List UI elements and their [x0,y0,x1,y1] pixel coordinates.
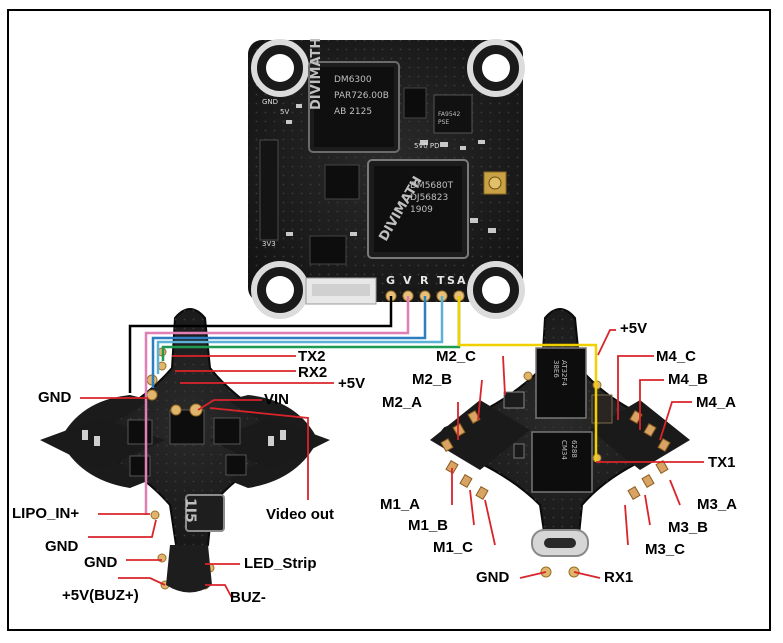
label-plus5v-buz: +5V(BUZ+) [62,587,139,604]
chip-dm6300-line2: PAR726.00B [334,91,389,101]
label-rx1: RX1 [604,569,634,586]
label-video-out: Video out [266,506,335,523]
chip-dm5680 [367,159,469,259]
chip-fa9542 [433,94,473,134]
chip-6288-line2: CM34 [560,440,568,460]
label-m2-b: M2_B [412,371,453,388]
silk-gnd: GND [262,98,279,106]
fc-board-right [430,308,690,578]
vtx-jst-connector [305,277,377,305]
vtx-mount-hole-br [467,261,525,319]
vtx-mount-hole-tl [251,39,309,97]
pad-label-r: R [420,274,429,287]
label-vin: VIN [264,391,290,408]
chip-fa9542-line2: PSE [438,119,449,126]
label-m1-a: M1_A [380,496,421,513]
label-tx1: TX1 [708,454,736,471]
label-m3-a: M3_A [697,496,738,513]
label-tx2: TX2 [298,348,326,365]
label-m4-b: M4_B [668,371,709,388]
chip-dm5680-line1: DM5680T [410,181,454,191]
label-m4-a: M4_A [696,394,737,411]
chip-dm6300 [308,61,400,153]
label-led-strip: LED_Strip [244,555,317,572]
chip-dm6300-brand: DIVIMATH [309,38,324,110]
fc-board-left [40,308,330,593]
chip-at32-line1: AT32F4 [560,360,568,386]
diagram-frame [7,9,771,631]
label-plus5v-left: +5V [338,375,366,392]
label-m1-b: M1_B [408,517,449,534]
chip-6288-line1: 6288 [570,440,578,458]
label-gnd-top-left: GND [38,389,72,406]
usb-c-port [531,529,589,557]
inductor-1i5 [185,494,225,532]
chip-6288 [531,431,593,493]
label-gnd-low-left: GND [84,554,118,571]
chip-dm5680-line3: 1909 [410,205,433,215]
label-lipo-in: LIPO_IN+ [12,505,80,522]
label-m2-a: M2_A [382,394,423,411]
chip-dm5680-line2: DJ56823 [410,193,448,203]
silk-5v0-pd: 5V0 PD [414,142,440,150]
chip-dm6300-line1: DM6300 [334,75,372,85]
label-m3-b: M3_B [668,519,709,536]
chip-at32-line2: 38E6 [552,360,560,378]
label-rx2: RX2 [298,364,328,381]
chip-fa9542-line1: FA9542 [438,111,460,118]
chip-dm6300-line3: AB 2125 [334,107,372,117]
pad-label-s: S [447,274,455,287]
pad-label-g: G [386,274,396,287]
silk-5v: 5V [280,108,290,116]
pad-label-v: V [403,274,412,287]
label-m1-c: M1_C [433,539,474,556]
wires [128,296,598,515]
silk-3v3: 3V3 [262,240,276,248]
pad-label-a: A [457,274,466,287]
label-buz-minus: BUZ- [230,589,266,606]
leader-lines [80,329,704,599]
vtx-mount-hole-tr [467,39,525,97]
label-m3-c: M3_C [645,541,686,558]
antenna-connector [483,171,507,195]
vtx-board [248,39,525,319]
label-plus5v-right: +5V [620,320,648,337]
label-m4-c: M4_C [656,348,697,365]
label-gnd-mid-left: GND [45,538,79,555]
chip-at32f4 [535,347,587,419]
label-m2-c: M2_C [436,348,477,365]
inductor-marking: 1I5 [182,498,198,523]
vtx-pads [385,290,465,302]
pad-label-t: T [437,274,445,287]
label-gnd-right: GND [476,569,510,586]
